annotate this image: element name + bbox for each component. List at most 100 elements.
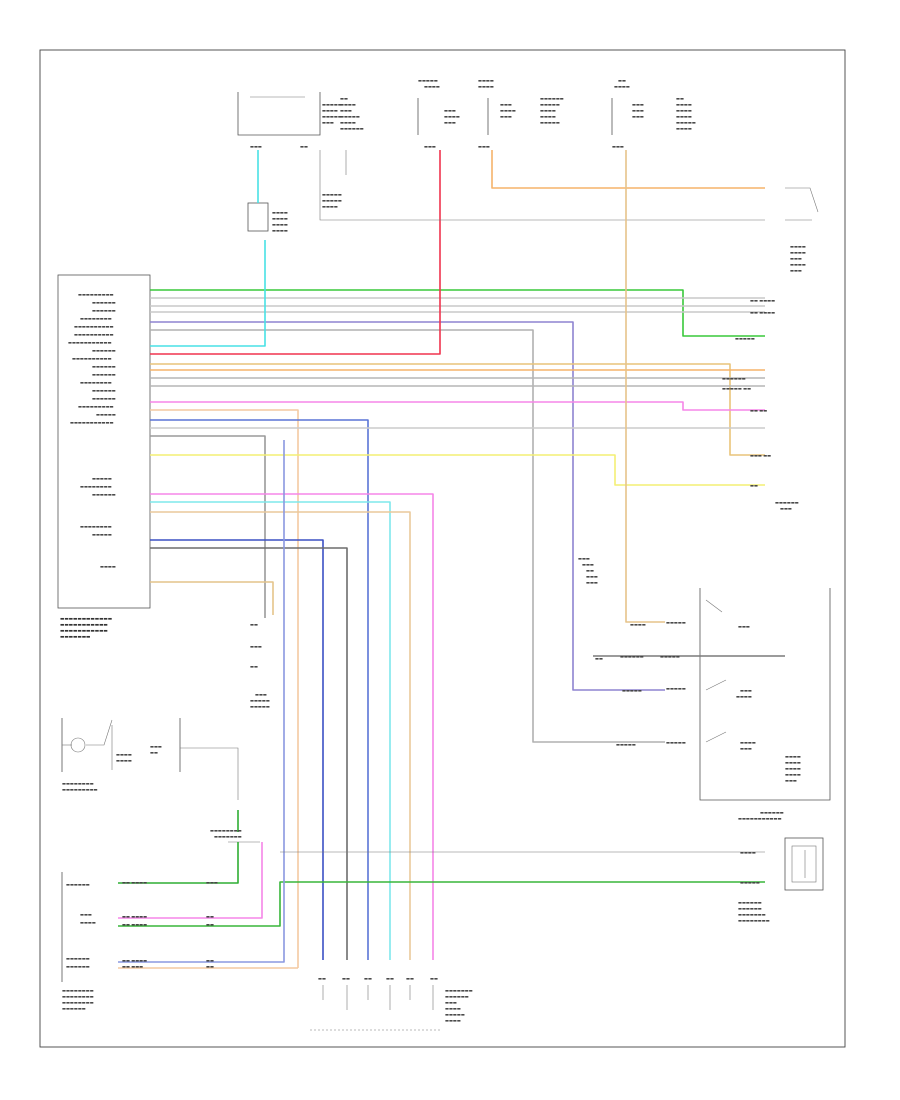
svg-text:▬▬▬▬: ▬▬▬▬ (272, 222, 288, 227)
svg-text:▬▬: ▬▬ (386, 976, 394, 981)
svg-text:▬▬▬▬: ▬▬▬▬ (340, 102, 356, 107)
svg-text:▬▬ ▬▬▬: ▬▬ ▬▬▬ (122, 964, 143, 969)
svg-text:▬▬▬▬▬▬▬▬: ▬▬▬▬▬▬▬▬ (62, 1000, 94, 1005)
svg-text:▬▬▬▬: ▬▬▬▬ (445, 1018, 461, 1023)
svg-text:▬▬: ▬▬ (318, 976, 326, 981)
svg-text:▬▬: ▬▬ (250, 622, 258, 627)
svg-text:▬▬▬▬▬: ▬▬▬▬▬ (92, 532, 112, 537)
svg-text:▬▬▬: ▬▬▬ (206, 880, 218, 885)
svg-text:▬▬▬▬▬: ▬▬▬▬▬ (92, 476, 112, 481)
svg-text:▬▬▬▬▬▬▬▬▬▬▬: ▬▬▬▬▬▬▬▬▬▬▬ (738, 816, 782, 821)
wire-blue-2 (150, 539, 324, 960)
svg-text:▬▬▬▬▬▬▬▬: ▬▬▬▬▬▬▬▬ (80, 484, 112, 489)
svg-text:▬▬: ▬▬ (595, 656, 603, 661)
svg-text:▬▬▬▬: ▬▬▬▬ (322, 204, 338, 209)
wire-gray-4 (150, 329, 665, 743)
svg-text:▬▬: ▬▬ (364, 976, 372, 981)
svg-text:▬▬▬▬▬▬: ▬▬▬▬▬▬ (92, 348, 116, 353)
svg-text:▬▬▬▬▬▬: ▬▬▬▬▬▬ (760, 810, 784, 815)
svg-text:▬▬▬▬: ▬▬▬▬ (500, 108, 516, 113)
svg-text:▬▬▬▬: ▬▬▬▬ (614, 84, 630, 89)
bottom-left-module: ▬▬▬▬▬▬ ▬▬▬ ▬▬▬▬ ▬▬▬▬▬▬ ▬▬▬▬▬▬ ▬▬▬▬▬▬▬▬ ▬… (61, 440, 765, 1011)
svg-text:▬▬▬: ▬▬▬ (785, 778, 797, 783)
svg-text:▬▬▬: ▬▬▬ (150, 744, 162, 749)
svg-text:▬▬▬▬: ▬▬▬▬ (790, 250, 806, 255)
svg-text:▬▬: ▬▬ (430, 976, 438, 981)
svg-text:▬▬: ▬▬ (340, 96, 348, 101)
svg-text:▬▬▬▬: ▬▬▬▬ (478, 84, 494, 89)
svg-text:▬▬▬▬▬▬▬: ▬▬▬▬▬▬▬ (60, 635, 90, 640)
svg-text:▬▬: ▬▬ (750, 483, 758, 488)
svg-text:▬▬▬▬▬ ▬▬: ▬▬▬▬▬ ▬▬ (722, 386, 751, 391)
svg-text:▬▬: ▬▬ (342, 976, 350, 981)
svg-text:▬▬▬▬▬▬: ▬▬▬▬▬▬ (540, 96, 564, 101)
svg-text:▬▬▬: ▬▬▬ (444, 108, 456, 113)
svg-text:▬▬▬: ▬▬▬ (632, 114, 644, 119)
svg-text:▬▬▬▬: ▬▬▬▬ (272, 216, 288, 221)
svg-text:▬▬▬: ▬▬▬ (424, 144, 436, 149)
svg-text:▬▬▬▬▬▬▬▬: ▬▬▬▬▬▬▬▬ (80, 316, 112, 321)
svg-text:▬▬▬: ▬▬▬ (80, 912, 92, 917)
svg-text:▬▬▬▬: ▬▬▬▬ (736, 694, 752, 699)
svg-text:▬▬▬▬▬▬: ▬▬▬▬▬▬ (92, 308, 116, 313)
svg-text:▬▬: ▬▬ (206, 914, 214, 919)
svg-text:▬▬▬▬: ▬▬▬▬ (676, 126, 692, 131)
svg-text:▬▬▬▬: ▬▬▬▬ (740, 850, 756, 855)
svg-text:▬▬▬: ▬▬▬ (250, 644, 262, 649)
svg-text:▬▬▬: ▬▬▬ (740, 688, 752, 693)
svg-text:▬▬: ▬▬ (206, 922, 214, 927)
wire-green-1 (150, 289, 765, 337)
svg-text:▬▬▬: ▬▬▬ (578, 556, 590, 561)
svg-text:▬▬▬▬: ▬▬▬▬ (272, 210, 288, 215)
svg-text:▬▬▬▬: ▬▬▬▬ (676, 102, 692, 107)
svg-text:▬▬▬▬▬▬▬▬: ▬▬▬▬▬▬▬▬ (62, 994, 94, 999)
svg-text:▬▬▬ ▬▬: ▬▬▬ ▬▬ (750, 453, 771, 458)
wire-cyan-3 (150, 501, 391, 960)
top-fuse-block-1: ▬▬▬▬▬ ▬▬▬▬ ▬▬▬▬▬ ▬▬▬ ▬▬ ▬▬▬▬ ▬▬▬ ▬▬▬▬▬ ▬… (237, 92, 364, 136)
svg-text:▬▬▬▬▬: ▬▬▬▬▬ (340, 114, 360, 119)
svg-text:▬▬▬▬▬: ▬▬▬▬▬ (322, 102, 342, 107)
svg-text:▬▬▬▬▬: ▬▬▬▬▬ (540, 102, 560, 107)
svg-text:▬▬▬▬▬▬: ▬▬▬▬▬▬ (722, 376, 746, 381)
svg-text:▬▬▬▬▬: ▬▬▬▬▬ (660, 654, 680, 659)
cruise-switch-block: ▬▬ ▬▬▬▬▬▬ ▬▬▬▬▬ ▬▬▬▬ ▬▬▬▬▬ ▬▬▬▬▬ ▬▬▬▬▬ ▬… (593, 588, 831, 821)
svg-text:▬▬▬: ▬▬▬ (500, 102, 512, 107)
svg-text:▬▬▬▬▬▬▬▬: ▬▬▬▬▬▬▬▬ (738, 918, 770, 923)
splice-label: ▬▬▬ ▬▬▬ ▬▬ ▬▬▬ ▬▬▬ (578, 556, 598, 585)
svg-text:▬▬▬▬▬▬▬▬: ▬▬▬▬▬▬▬▬ (80, 524, 112, 529)
svg-text:▬▬▬▬▬▬: ▬▬▬▬▬▬ (445, 994, 469, 999)
svg-text:▬▬▬▬▬▬▬▬▬▬▬▬: ▬▬▬▬▬▬▬▬▬▬▬▬ (60, 617, 112, 622)
svg-text:▬▬: ▬▬ (300, 144, 308, 149)
svg-text:▬▬▬▬▬▬▬▬: ▬▬▬▬▬▬▬▬ (62, 781, 94, 786)
svg-text:▬▬▬▬▬: ▬▬▬▬▬ (322, 192, 342, 197)
svg-text:▬▬ ▬▬▬▬: ▬▬ ▬▬▬▬ (750, 310, 775, 315)
svg-text:▬▬▬▬▬: ▬▬▬▬▬ (622, 688, 642, 693)
svg-text:▬▬▬: ▬▬▬ (500, 114, 512, 119)
svg-text:▬▬▬▬▬: ▬▬▬▬▬ (322, 198, 342, 203)
svg-text:▬▬▬▬▬▬▬▬▬▬▬: ▬▬▬▬▬▬▬▬▬▬▬ (60, 629, 108, 634)
diode-module: ▬▬▬▬ ▬▬▬▬ ▬▬▬▬ ▬▬▬▬ (247, 202, 288, 233)
svg-text:▬▬▬: ▬▬▬ (632, 108, 644, 113)
svg-text:▬▬▬▬▬▬: ▬▬▬▬▬▬ (92, 396, 116, 401)
svg-text:▬▬▬▬: ▬▬▬▬ (630, 622, 646, 627)
svg-text:▬▬▬▬: ▬▬▬▬ (116, 758, 132, 763)
wire-tan-3 (150, 581, 274, 615)
svg-text:▬▬: ▬▬ (676, 96, 684, 101)
svg-text:▬▬▬▬: ▬▬▬▬ (340, 120, 356, 125)
svg-text:▬▬▬: ▬▬▬ (586, 574, 598, 579)
svg-text:▬▬▬: ▬▬▬ (444, 120, 456, 125)
svg-text:▬▬▬▬▬▬: ▬▬▬▬▬▬ (92, 372, 116, 377)
svg-text:▬▬: ▬▬ (250, 664, 258, 669)
svg-text:▬▬▬: ▬▬▬ (790, 268, 802, 273)
top-right-switch: ▬▬▬▬ ▬▬▬▬ ▬▬▬ ▬▬▬▬ ▬▬▬ (319, 150, 819, 273)
svg-text:▬▬▬▬▬▬▬▬▬: ▬▬▬▬▬▬▬▬▬ (78, 404, 114, 409)
svg-text:▬▬▬▬: ▬▬▬▬ (785, 772, 801, 777)
svg-text:▬▬▬▬▬: ▬▬▬▬▬ (322, 114, 342, 119)
svg-text:▬▬▬▬▬▬▬▬▬▬▬: ▬▬▬▬▬▬▬▬▬▬▬ (68, 340, 112, 345)
svg-text:▬▬▬▬: ▬▬▬▬ (272, 228, 288, 233)
svg-text:▬▬▬▬▬: ▬▬▬▬▬ (676, 120, 696, 125)
svg-text:▬▬▬▬: ▬▬▬▬ (790, 262, 806, 267)
wire-orange-top (491, 150, 765, 189)
svg-text:▬▬▬▬: ▬▬▬▬ (100, 564, 116, 569)
